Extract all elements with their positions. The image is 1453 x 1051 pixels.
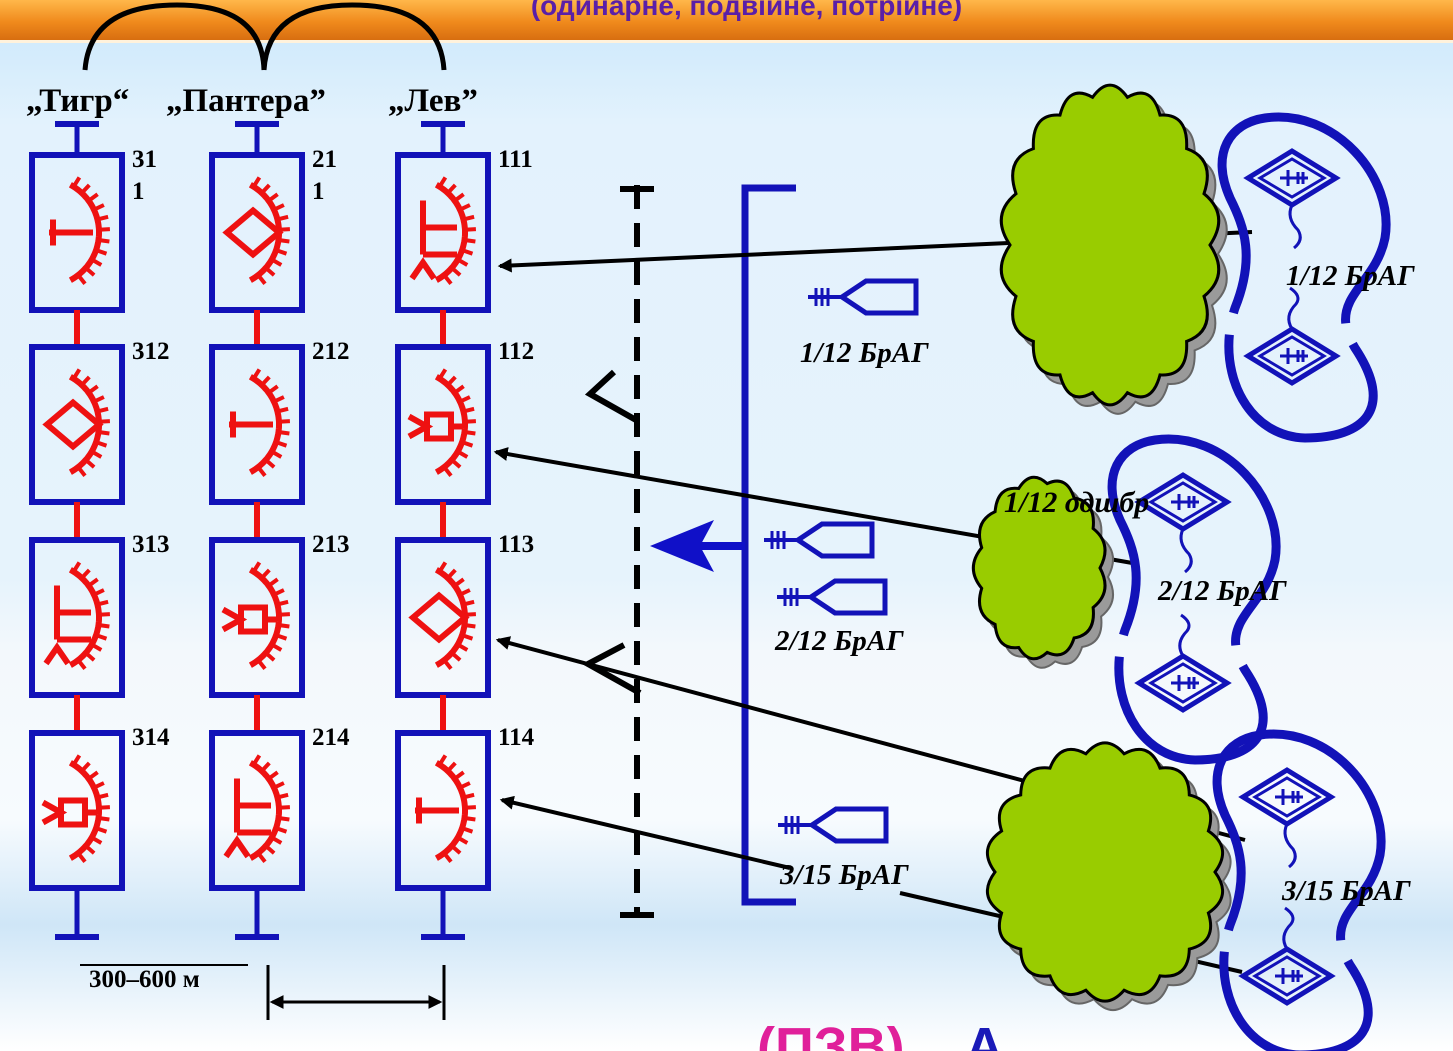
gun-battery-icon	[1238, 946, 1336, 1006]
artillery-position	[1212, 729, 1386, 1051]
tank-icon	[409, 200, 457, 281]
footer-text-fragment: (ПЗВ) А	[0, 1010, 1453, 1051]
unit-name-tiger: „Тигр“	[26, 83, 129, 119]
fire-sector-arc	[68, 182, 102, 283]
gun-battery-icon	[1243, 326, 1341, 386]
position-box	[29, 730, 125, 891]
unit-column: 111 112 113 114	[395, 121, 535, 940]
artillery-icon	[764, 521, 875, 559]
distance-label: 300–600 м	[89, 966, 200, 993]
fire-sector-arc	[434, 374, 468, 475]
position-number: 314	[132, 724, 170, 751]
gun-battery-icon	[1238, 767, 1336, 827]
artillery-positions	[1107, 112, 1391, 1051]
header-subtitle: (одинарне, подвійне, потрійне)	[530, 0, 963, 21]
anti-tank-gun-icon	[415, 797, 459, 824]
battalion-label: 1/12 одшбр	[1004, 486, 1149, 519]
command-post-icon	[408, 591, 470, 644]
unit-position: 314	[29, 695, 170, 891]
position-number: 313	[132, 531, 170, 558]
position-number: 312	[132, 338, 170, 365]
artillery-group-label-3: 3/15 БрАГ	[779, 859, 909, 891]
infantry-vehicle-icon	[407, 411, 463, 442]
footer-fragment-1: (ПЗВ)	[757, 1017, 905, 1051]
unit-name-panther: „Пантера”	[166, 83, 326, 119]
artillery-position	[1107, 434, 1281, 765]
infantry-vehicle-icon	[221, 604, 277, 635]
artillery-group-label-2: 2/12 БрАГ	[774, 625, 904, 657]
unit-name-lion: „Лев”	[388, 83, 478, 119]
fire-sector-arc	[434, 760, 468, 861]
artillery-position	[1217, 112, 1391, 443]
fire-sector-arc	[248, 567, 282, 668]
right-group-label-1: 1/12 БрАГ	[1286, 260, 1415, 292]
unit-position: 214	[209, 695, 350, 891]
unit-position: 113	[395, 502, 534, 698]
command-post-icon	[222, 206, 284, 259]
fire-sector-arc	[68, 567, 102, 668]
position-number: 114	[498, 724, 535, 751]
position-number: 212	[312, 338, 350, 365]
unit-position: 313	[29, 502, 170, 698]
deployment-bracket	[650, 184, 796, 906]
fire-sector-arc	[434, 182, 468, 283]
command-post-icon	[42, 398, 104, 451]
unit-position: 112	[395, 310, 534, 505]
anti-tank-gun-icon	[49, 219, 93, 246]
position-box	[395, 730, 491, 891]
anti-tank-gun-icon	[229, 411, 273, 438]
position-box	[209, 730, 305, 891]
link-arcs	[82, 2, 447, 71]
tank-icon	[223, 778, 271, 859]
tree-icon	[999, 83, 1228, 415]
position-number: 112	[498, 338, 534, 365]
artillery-icon	[808, 278, 919, 316]
tree-icon	[971, 475, 1115, 669]
unit-position: 213	[209, 502, 350, 698]
unit-position: 312	[29, 310, 170, 505]
distance-marker	[80, 964, 446, 1020]
forward-line	[581, 185, 654, 918]
position-number: 111	[498, 146, 533, 173]
fire-sector-arc	[248, 374, 282, 475]
artillery-group-label-1: 1/12 БрАГ	[800, 337, 929, 369]
unit-position: 111	[395, 146, 533, 313]
position-number: 213	[312, 531, 350, 558]
gun-battery-icon	[1243, 148, 1341, 208]
unit-position: 212	[209, 310, 350, 505]
unit-position: 114	[395, 695, 535, 891]
artillery-icon	[777, 578, 888, 616]
footer-fragment-2: А	[965, 1017, 1004, 1051]
gun-battery-icon	[1134, 653, 1232, 713]
right-group-label-3: 3/15 БрАГ	[1281, 875, 1411, 907]
fire-sector-arc	[68, 760, 102, 861]
forest-areas	[971, 83, 1232, 1012]
tree-icon	[985, 741, 1232, 1012]
gun-battery-icon	[1134, 472, 1232, 532]
right-group-label-2: 2/12 БрАГ	[1157, 575, 1287, 607]
artillery-symbols	[764, 278, 919, 844]
infantry-vehicle-icon	[41, 797, 97, 828]
artillery-icon	[778, 806, 889, 844]
position-number: 113	[498, 531, 534, 558]
tank-icon	[43, 585, 91, 666]
fire-sector-arc	[248, 760, 282, 861]
position-number: 214	[312, 724, 350, 751]
